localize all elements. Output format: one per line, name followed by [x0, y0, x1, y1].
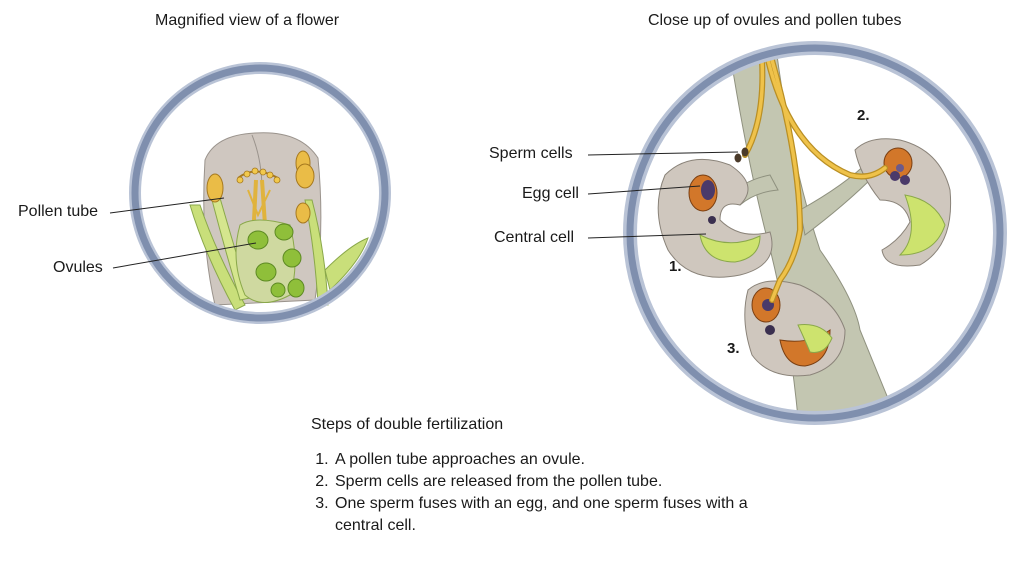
- steps-list: A pollen tube approaches an ovule. Sperm…: [313, 449, 753, 537]
- sperm-cells-dots: [734, 147, 749, 163]
- egg-cell-label: Egg cell: [522, 185, 579, 202]
- step-marker-1: 1.: [669, 258, 682, 275]
- egg-cell-leader: [587, 185, 701, 195]
- pollen-tube-leader: [109, 197, 225, 214]
- anther: [206, 173, 224, 203]
- step-item: A pollen tube approaches an ovule.: [333, 449, 753, 471]
- ovules-label: Ovules: [53, 259, 103, 276]
- sperm-cells-leader: [587, 151, 739, 156]
- right-lens-ring: [626, 44, 1004, 422]
- ovules-leader: [112, 242, 257, 269]
- pollen-tube-label: Pollen tube: [18, 203, 99, 220]
- sperm-cells-label: Sperm cells: [489, 145, 573, 162]
- step-item: Sperm cells are released from the pollen…: [333, 471, 753, 493]
- ovules-group: [247, 223, 305, 298]
- leaf: [324, 237, 369, 291]
- step-marker-2: 2.: [857, 107, 870, 124]
- step-item: One sperm fuses with an egg, and one spe…: [333, 493, 753, 537]
- steps-heading: Steps of double fertilization: [311, 416, 504, 433]
- right-panel-title: Close up of ovules and pollen tubes: [648, 12, 902, 29]
- central-cell-3: [797, 324, 833, 353]
- ovules-illustration: [623, 41, 1007, 425]
- central-cell-label: Central cell: [494, 229, 575, 246]
- leaf: [189, 204, 246, 311]
- central-cell-2: [898, 194, 946, 256]
- left-panel-title: Magnified view of a flower: [155, 12, 340, 29]
- central-cell-leader: [587, 233, 707, 239]
- left-lens-ring: [131, 64, 389, 322]
- step-marker-3: 3.: [727, 340, 740, 357]
- flower-illustration: [129, 62, 391, 324]
- central-cell-1: [699, 234, 761, 263]
